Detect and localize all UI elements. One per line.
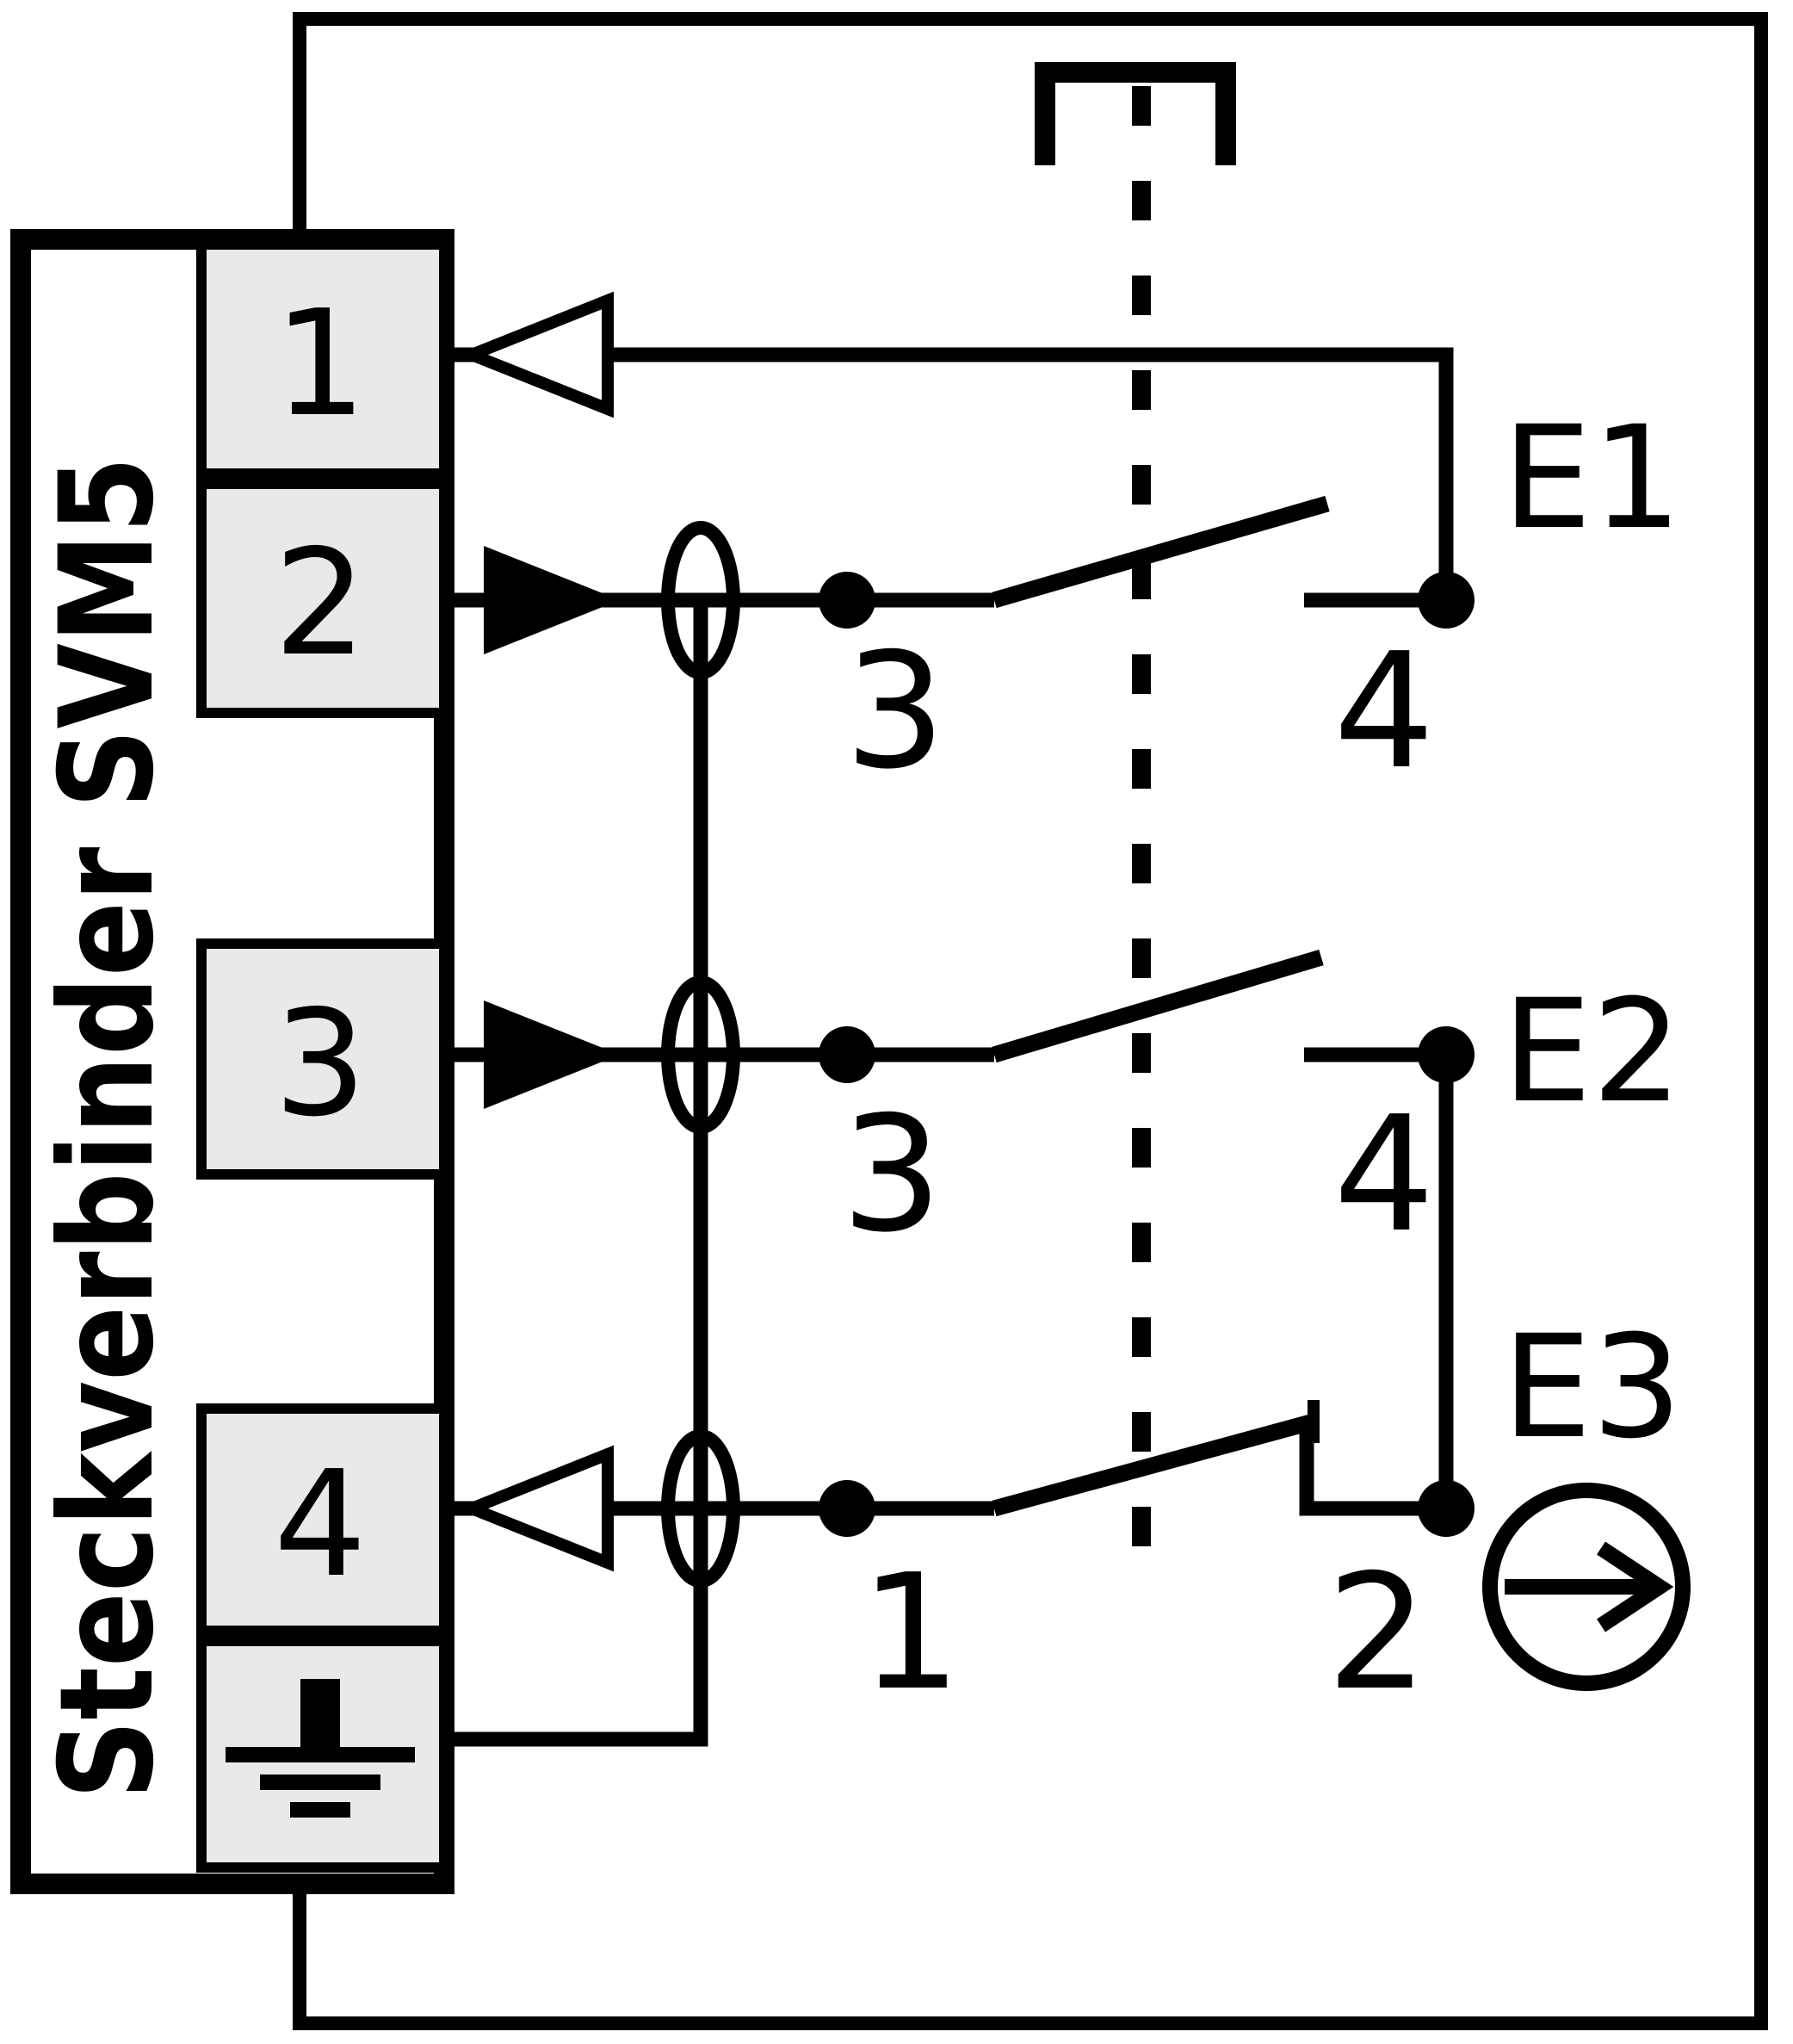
signal-in-arrow-icon bbox=[455, 1445, 614, 1572]
terminal-label-e2-left: 3 bbox=[841, 1081, 943, 1267]
pin-box-3 bbox=[196, 938, 449, 1180]
pin-box-4 bbox=[196, 1403, 449, 1636]
terminal-label-e2-right: 4 bbox=[1333, 1081, 1435, 1267]
pin-label-1: 1 bbox=[274, 279, 367, 449]
signal-out-arrow-icon bbox=[484, 546, 620, 654]
terminal-label-e3-right: 2 bbox=[1326, 1539, 1428, 1725]
pin-box-2 bbox=[196, 479, 449, 718]
cable-bushing-oval-icon bbox=[661, 976, 740, 1134]
signal-out-arrow-icon bbox=[484, 1000, 620, 1109]
pin-label-2: 2 bbox=[274, 518, 367, 689]
ground-symbol-icon bbox=[226, 1679, 415, 1818]
switch-blade-e2 bbox=[992, 949, 1324, 1063]
contact-pivot-dot-e3 bbox=[819, 1480, 875, 1537]
pin-label-3: 3 bbox=[274, 979, 367, 1149]
actuation-direction-icon bbox=[1482, 1483, 1691, 1691]
contact-pivot-dot-e2 bbox=[819, 1026, 875, 1083]
contact-label-e2: E2 bbox=[1502, 969, 1682, 1134]
cable-bushing-oval-icon bbox=[661, 1429, 740, 1588]
contact-pivot-dot-e1 bbox=[819, 572, 875, 629]
terminal-label-e3-left: 1 bbox=[860, 1539, 961, 1725]
connector-label: Steckverbinder SVM5 bbox=[33, 456, 182, 1799]
pin-label-4: 4 bbox=[274, 1440, 367, 1610]
actuation-direction-arrow-head bbox=[1597, 1541, 1674, 1632]
pin1-wire bbox=[449, 347, 1454, 600]
contact-label-e1: E1 bbox=[1502, 395, 1682, 561]
switch-blade-e1 bbox=[992, 495, 1330, 609]
actuation-direction-circle bbox=[1482, 1483, 1691, 1691]
switch-blade-e3 bbox=[992, 1412, 1320, 1517]
terminal-label-e1-left: 3 bbox=[844, 618, 946, 804]
terminal-label-e1-right: 4 bbox=[1333, 618, 1435, 804]
contact-label-e3: E3 bbox=[1502, 1304, 1682, 1470]
pin-box-1 bbox=[196, 239, 449, 479]
actuator-bracket-icon bbox=[1035, 62, 1236, 165]
fixed-contact-stub-e3 bbox=[1299, 1422, 1446, 1516]
signal-in-arrow-icon bbox=[455, 291, 614, 418]
contact-dot-e1 bbox=[1418, 572, 1475, 629]
cable-bushing-oval-icon bbox=[661, 521, 740, 679]
contact-dot-e3 bbox=[1418, 1480, 1475, 1537]
